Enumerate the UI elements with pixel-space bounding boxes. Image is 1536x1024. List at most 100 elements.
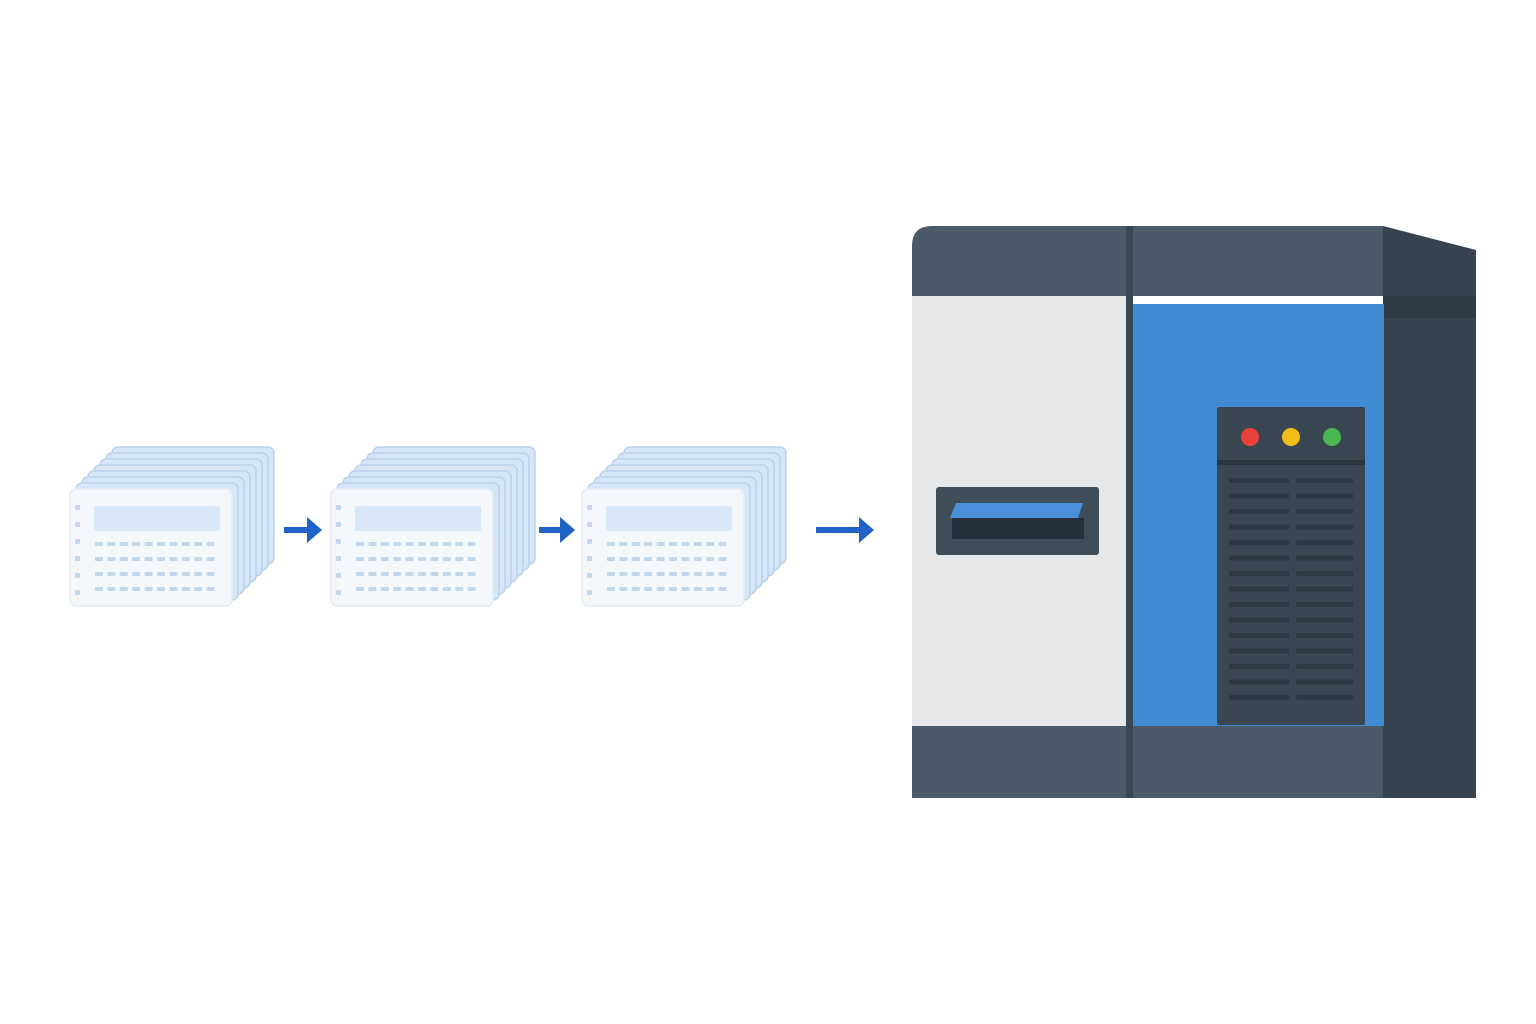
status-led-yellow <box>1282 428 1300 446</box>
arrow-head <box>307 517 322 543</box>
sheet-cell <box>693 572 702 576</box>
sheet-cell <box>157 587 165 591</box>
sheet-bullet <box>336 590 341 595</box>
sheet-cell <box>380 557 389 561</box>
vent-slat <box>1229 555 1289 561</box>
sheet-cell <box>169 587 178 591</box>
sheet-cell <box>206 557 215 561</box>
sheet-cell <box>442 557 451 561</box>
sheet-cell <box>368 557 377 561</box>
sheet-cell <box>144 557 153 561</box>
sheet-cell <box>181 587 190 591</box>
vent-slat <box>1296 555 1353 561</box>
sheet-cell <box>718 542 727 546</box>
vent-slat <box>1229 571 1289 576</box>
sheet-cell <box>455 572 464 576</box>
arrow-head <box>560 517 575 543</box>
sheet-cell <box>107 542 116 546</box>
sheet-header-bar <box>606 506 732 531</box>
sheet-cell <box>681 587 690 591</box>
sheet-cell <box>181 572 190 576</box>
sheet-cell <box>356 587 364 591</box>
sheet-cell <box>607 587 615 591</box>
sheet-cell <box>380 542 389 546</box>
vent-slat <box>1296 633 1353 638</box>
sheet-cell <box>119 572 128 576</box>
sheet-bullet <box>336 505 341 510</box>
sheet-cell <box>405 542 414 546</box>
sheet-cell <box>455 542 464 546</box>
sheet-cell <box>418 587 426 591</box>
sheet-cell <box>181 557 190 561</box>
arrow-shaft <box>539 527 562 533</box>
sheet-cell <box>442 542 451 546</box>
vent-slat <box>1229 664 1289 669</box>
sheet-cell <box>107 557 116 561</box>
sheet-cell <box>107 572 116 576</box>
arrow-head <box>859 517 874 543</box>
sheet-cell <box>631 557 640 561</box>
sheet-cell <box>718 572 727 576</box>
document-stack-2 <box>330 446 536 607</box>
sheet-bullet <box>587 556 592 561</box>
vent-slats <box>1229 478 1353 700</box>
sheet-cell <box>95 587 103 591</box>
sheet-cell <box>693 587 702 591</box>
mainframe-machine-icon <box>912 226 1476 798</box>
status-led-red <box>1241 428 1259 446</box>
vent-slat <box>1229 493 1289 499</box>
arrow-shaft <box>284 527 309 533</box>
sheet-cell <box>132 557 141 561</box>
sheet-cell <box>405 557 414 561</box>
sheet-cell <box>442 587 451 591</box>
sheet-cell <box>380 572 389 576</box>
sheet-cell <box>119 557 128 561</box>
sheet-bullet <box>336 573 341 578</box>
sheet-cell <box>644 557 653 561</box>
machine-bottom-band-right <box>1133 726 1383 798</box>
sheet-cell <box>157 542 165 546</box>
sheet-bullet <box>336 556 341 561</box>
vent-slat <box>1296 602 1353 607</box>
sheet-cell <box>194 557 203 561</box>
sheet-cell <box>107 587 116 591</box>
sheet-cell <box>467 542 476 546</box>
sheet-bullet <box>336 539 341 544</box>
vent-slat <box>1229 602 1289 607</box>
vent-slat <box>1229 524 1289 530</box>
machine-side-top-band <box>1383 296 1476 318</box>
sheet-cell <box>656 587 665 591</box>
sheet-bullet <box>587 539 592 544</box>
sheet-cell <box>194 587 203 591</box>
sheet-cell <box>669 572 677 576</box>
sheet-cell <box>467 587 476 591</box>
sheet-cell <box>157 572 165 576</box>
sheet-cell <box>119 587 128 591</box>
vent-slat <box>1229 617 1289 623</box>
vent-slat <box>1296 509 1353 514</box>
sheet-cell <box>132 542 141 546</box>
sheet-cell <box>430 572 439 576</box>
sheet-cell <box>619 542 628 546</box>
sheet-cell <box>644 587 653 591</box>
sheet-cell <box>405 572 414 576</box>
vent-slat <box>1229 679 1289 685</box>
sheet-cell <box>718 587 727 591</box>
sheet-cell <box>95 542 103 546</box>
sheet-cell <box>169 542 178 546</box>
arrow-shaft <box>816 527 861 533</box>
sheet-cell <box>669 542 677 546</box>
sheet-cell <box>194 542 203 546</box>
vent-slat <box>1296 648 1353 654</box>
sheet-cell <box>656 557 665 561</box>
machine-input-slot <box>936 487 1099 555</box>
sheet-cell <box>368 542 377 546</box>
flow-arrow-1 <box>284 517 322 543</box>
sheet-cell <box>393 557 402 561</box>
sheet-cell <box>607 572 615 576</box>
machine-vent-panel <box>1217 407 1365 725</box>
sheet-cell <box>631 572 640 576</box>
sheet-cell <box>467 572 476 576</box>
sheet-cell <box>405 587 414 591</box>
